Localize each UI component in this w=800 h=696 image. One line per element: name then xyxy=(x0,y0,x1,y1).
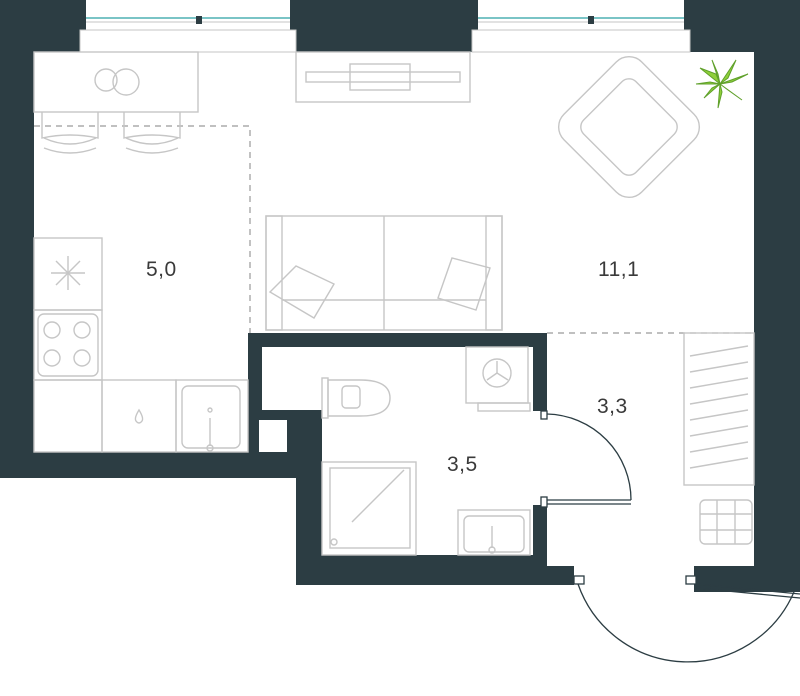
wall-bath-lower-left xyxy=(296,452,322,585)
wall-bath-top xyxy=(248,333,547,347)
wall-top-mid xyxy=(296,0,472,52)
niche-void-top xyxy=(296,347,322,410)
wall-top-left xyxy=(0,0,80,52)
dining-table-icon xyxy=(33,51,199,113)
niche-void xyxy=(262,347,296,410)
wall-bottom-right xyxy=(694,566,800,592)
sink-icon xyxy=(457,509,531,556)
wall-entry-stub xyxy=(540,566,574,585)
stove-icon xyxy=(37,313,99,377)
room-area-hallway: 3,3 xyxy=(597,395,628,418)
entrance-door-icon xyxy=(573,575,800,663)
walls xyxy=(0,0,800,592)
sink-icon xyxy=(181,385,241,452)
room-area-bathroom: 3,5 xyxy=(447,453,478,476)
shoe-rack-icon xyxy=(699,499,753,545)
wall-right xyxy=(754,0,800,592)
window-post xyxy=(80,0,86,30)
dishwasher-icon xyxy=(134,408,144,424)
window-post xyxy=(290,0,296,30)
chair-icon xyxy=(41,112,99,154)
wall-shaft-top xyxy=(296,410,322,456)
tv-icon xyxy=(295,51,471,103)
window-post xyxy=(684,0,690,30)
shaft-void xyxy=(259,420,287,452)
door-icon xyxy=(540,410,632,508)
kitchen-counter xyxy=(33,237,249,453)
shower-icon xyxy=(321,461,417,556)
wall-bath-bottom xyxy=(296,555,547,585)
room-area-living: 11,1 xyxy=(598,258,640,281)
wall-left xyxy=(0,0,34,478)
wall-bath-right-top xyxy=(533,333,547,411)
wardrobe-icon xyxy=(683,332,755,486)
sofa-icon xyxy=(265,215,503,331)
toilet-icon xyxy=(321,377,391,419)
fridge-icon xyxy=(51,256,85,290)
kitchen-zone-line xyxy=(34,125,251,333)
armchair-icon xyxy=(557,55,701,199)
window-post xyxy=(472,0,478,30)
chair-icon xyxy=(123,112,181,154)
plant-icon xyxy=(695,59,749,109)
room-area-kitchen: 5,0 xyxy=(146,258,177,281)
window-left xyxy=(79,16,297,53)
washer-icon xyxy=(465,346,531,412)
window-right xyxy=(471,16,691,53)
